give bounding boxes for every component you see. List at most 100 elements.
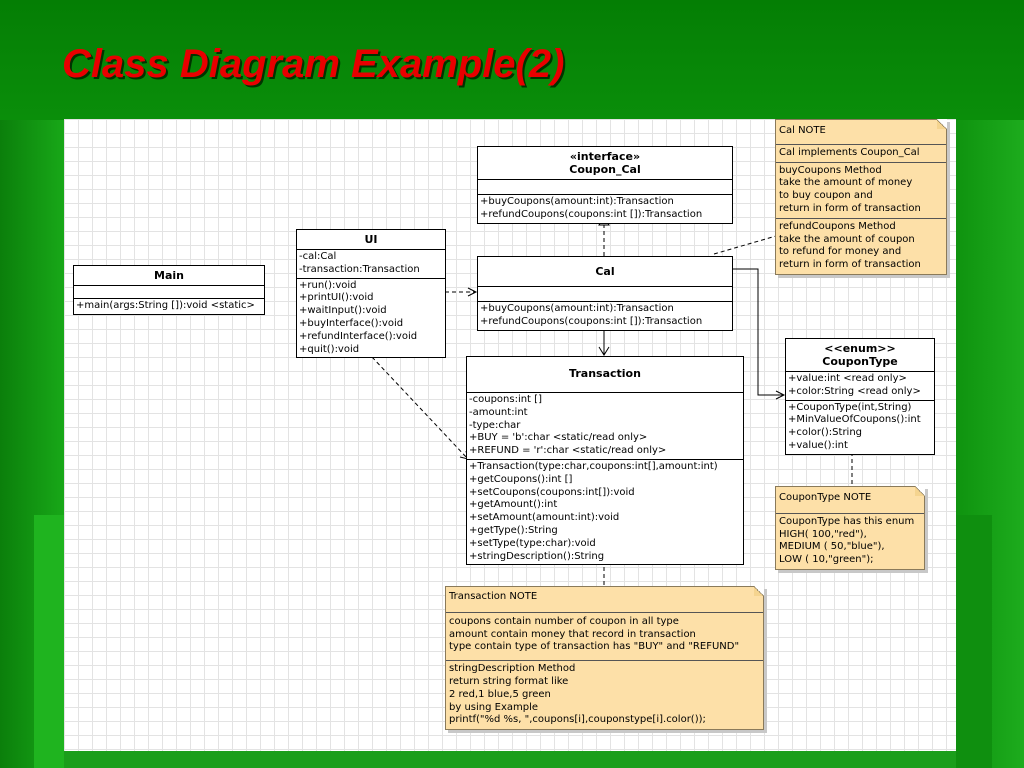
- class-cal[interactable]: Cal +buyCoupons(amount:int):Transaction …: [477, 256, 733, 331]
- attribute: -type:char: [469, 419, 521, 431]
- ui-cal-dependency-arrowhead: [467, 287, 478, 297]
- enum-coupontype-attributes: +value:int <read only> +color:String <re…: [786, 372, 934, 401]
- class-main-attributes: [74, 286, 264, 299]
- note-line: amount contain money that record in tran…: [449, 628, 696, 640]
- note-section: buyCoupons Method take the amount of mon…: [776, 163, 946, 219]
- note-section: coupons contain number of coupon in all …: [446, 613, 763, 662]
- note-section: stringDescription Method return string f…: [446, 661, 763, 729]
- note-line: to refund for money and: [779, 246, 902, 258]
- interface-coupon-cal-operations: +buyCoupons(amount:int):Transaction +ref…: [478, 195, 732, 223]
- operation: +setCoupons(coupons:int[]):void: [469, 486, 635, 498]
- note-section: Cal NOTE: [776, 120, 946, 145]
- note-fold-corner: [915, 486, 925, 496]
- class-cal-attributes: [478, 287, 732, 302]
- operation: +MinValueOfCoupons():int: [788, 414, 921, 426]
- operation: +setType(type:char):void: [469, 537, 596, 549]
- attribute: +color:String <read only>: [788, 385, 921, 397]
- operation: +value():int: [788, 439, 848, 451]
- cal-coupontype-association: [733, 268, 784, 396]
- operation: +printUI():void: [299, 292, 374, 304]
- note-line: Transaction NOTE: [449, 591, 538, 602]
- note-line: CouponType has this enum: [779, 515, 915, 527]
- cal-note-anchor: [713, 235, 777, 255]
- class-ui-attributes: -cal:Cal -transaction:Transaction: [297, 250, 445, 279]
- interface-coupon-cal-name: «interface» Coupon_Cal: [478, 147, 732, 180]
- interface-coupon-cal[interactable]: «interface» Coupon_Cal +buyCoupons(amoun…: [477, 146, 733, 224]
- slide-background-right-accent: [956, 515, 992, 768]
- note-section: Transaction NOTE: [446, 587, 763, 613]
- attribute: -amount:int: [469, 406, 528, 418]
- note-line: return string format like: [449, 675, 569, 687]
- note-line: coupons contain number of coupon in all …: [449, 615, 679, 627]
- operation: +refundInterface():void: [299, 330, 418, 342]
- note-transaction[interactable]: Transaction NOTE coupons contain number …: [445, 586, 764, 731]
- note-line: Cal NOTE: [779, 125, 826, 136]
- class-transaction-operations: +Transaction(type:char,coupons:int[],amo…: [467, 460, 743, 564]
- operation: +refundCoupons(coupons:int []):Transacti…: [480, 315, 703, 327]
- note-line: LOW ( 10,"green");: [779, 554, 874, 566]
- class-ui-name: UI: [297, 230, 445, 250]
- class-ui-operations: +run():void +printUI():void +waitInput()…: [297, 279, 445, 358]
- note-line: refundCoupons Method: [779, 220, 896, 232]
- operation: +main(args:String []):void <static>: [76, 300, 255, 311]
- attribute: -transaction:Transaction: [299, 263, 420, 275]
- note-line: CouponType NOTE: [779, 492, 872, 503]
- stereotype-label: <<enum>>: [824, 342, 896, 355]
- operation: +waitInput():void: [299, 305, 387, 317]
- note-cal[interactable]: Cal NOTE Cal implements Coupon_Cal buyCo…: [775, 119, 947, 275]
- operation: +getCoupons():int []: [469, 473, 573, 485]
- attribute: -cal:Cal: [299, 251, 337, 262]
- class-cal-operations: +buyCoupons(amount:int):Transaction +ref…: [478, 302, 732, 330]
- note-fold-corner: [754, 586, 764, 596]
- interface-coupon-cal-attributes: [478, 180, 732, 195]
- class-main[interactable]: Main +main(args:String []):void <static>: [73, 265, 265, 315]
- operation: +buyInterface():void: [299, 317, 404, 329]
- note-line: take the amount of money: [779, 177, 913, 189]
- attribute: +value:int <read only>: [788, 373, 907, 384]
- note-line: return in form of transaction: [779, 259, 921, 271]
- slide-background-left-accent: [34, 515, 64, 768]
- note-coupontype[interactable]: CouponType NOTE CouponType has this enum…: [775, 486, 925, 570]
- note-line: 2 red,1 blue,5 green: [449, 688, 551, 700]
- slide-background-bottom: [64, 750, 956, 768]
- class-main-name: Main: [74, 266, 264, 286]
- class-main-operations: +main(args:String []):void <static>: [74, 299, 264, 314]
- operation: +color():String: [788, 427, 863, 439]
- stereotype-label: «interface»: [569, 150, 641, 163]
- attribute: +BUY = 'b':char <static/read only>: [469, 432, 648, 444]
- note-line: to buy coupon and: [779, 190, 873, 202]
- note-line: take the amount of coupon: [779, 233, 915, 245]
- operation: +stringDescription():String: [469, 550, 605, 562]
- cal-coupontype-arrowhead: [775, 390, 786, 400]
- class-transaction[interactable]: Transaction -coupons:int [] -amount:int …: [466, 356, 744, 566]
- note-section: CouponType has this enum HIGH( 100,"red"…: [776, 514, 924, 569]
- class-cal-name: Cal: [478, 257, 732, 287]
- class-ui[interactable]: UI -cal:Cal -transaction:Transaction +ru…: [296, 229, 446, 359]
- enum-coupontype[interactable]: <<enum>> CouponType +value:int <read onl…: [785, 338, 935, 455]
- operation: +buyCoupons(amount:int):Transaction: [480, 303, 674, 314]
- note-section: Cal implements Coupon_Cal: [776, 145, 946, 163]
- enum-coupontype-operations: +CouponType(int,String) +MinValueOfCoupo…: [786, 401, 934, 454]
- operation: +Transaction(type:char,coupons:int[],amo…: [469, 460, 718, 472]
- interface-name: Coupon_Cal: [569, 163, 641, 176]
- attribute: -coupons:int []: [469, 394, 542, 405]
- diagram-canvas: Main +main(args:String []):void <static>…: [64, 119, 956, 751]
- operation: +quit():void: [299, 343, 360, 355]
- class-transaction-attributes: -coupons:int [] -amount:int -type:char +…: [467, 393, 743, 460]
- enum-name: CouponType: [822, 355, 898, 368]
- note-fold-corner: [937, 119, 947, 129]
- note-section: CouponType NOTE: [776, 487, 924, 514]
- slide-background-top: [0, 0, 1024, 120]
- slide-title: Class Diagram Example(2): [62, 42, 565, 86]
- cal-transaction-arrowhead: [598, 346, 610, 356]
- note-line: return in form of transaction: [779, 202, 921, 214]
- class-transaction-name: Transaction: [467, 357, 743, 393]
- operation: +refundCoupons(coupons:int []):Transacti…: [480, 208, 703, 220]
- operation: +getAmount():int: [469, 499, 558, 511]
- note-line: buyCoupons Method: [779, 164, 882, 176]
- operation: +run():void: [299, 279, 357, 291]
- note-section: refundCoupons Method take the amount of …: [776, 219, 946, 274]
- note-line: by using Example: [449, 701, 539, 713]
- note-line: MEDIUM ( 50,"blue"),: [779, 541, 885, 553]
- note-line: printf("%d %s, ",coupons[i],couponstype[…: [449, 714, 706, 726]
